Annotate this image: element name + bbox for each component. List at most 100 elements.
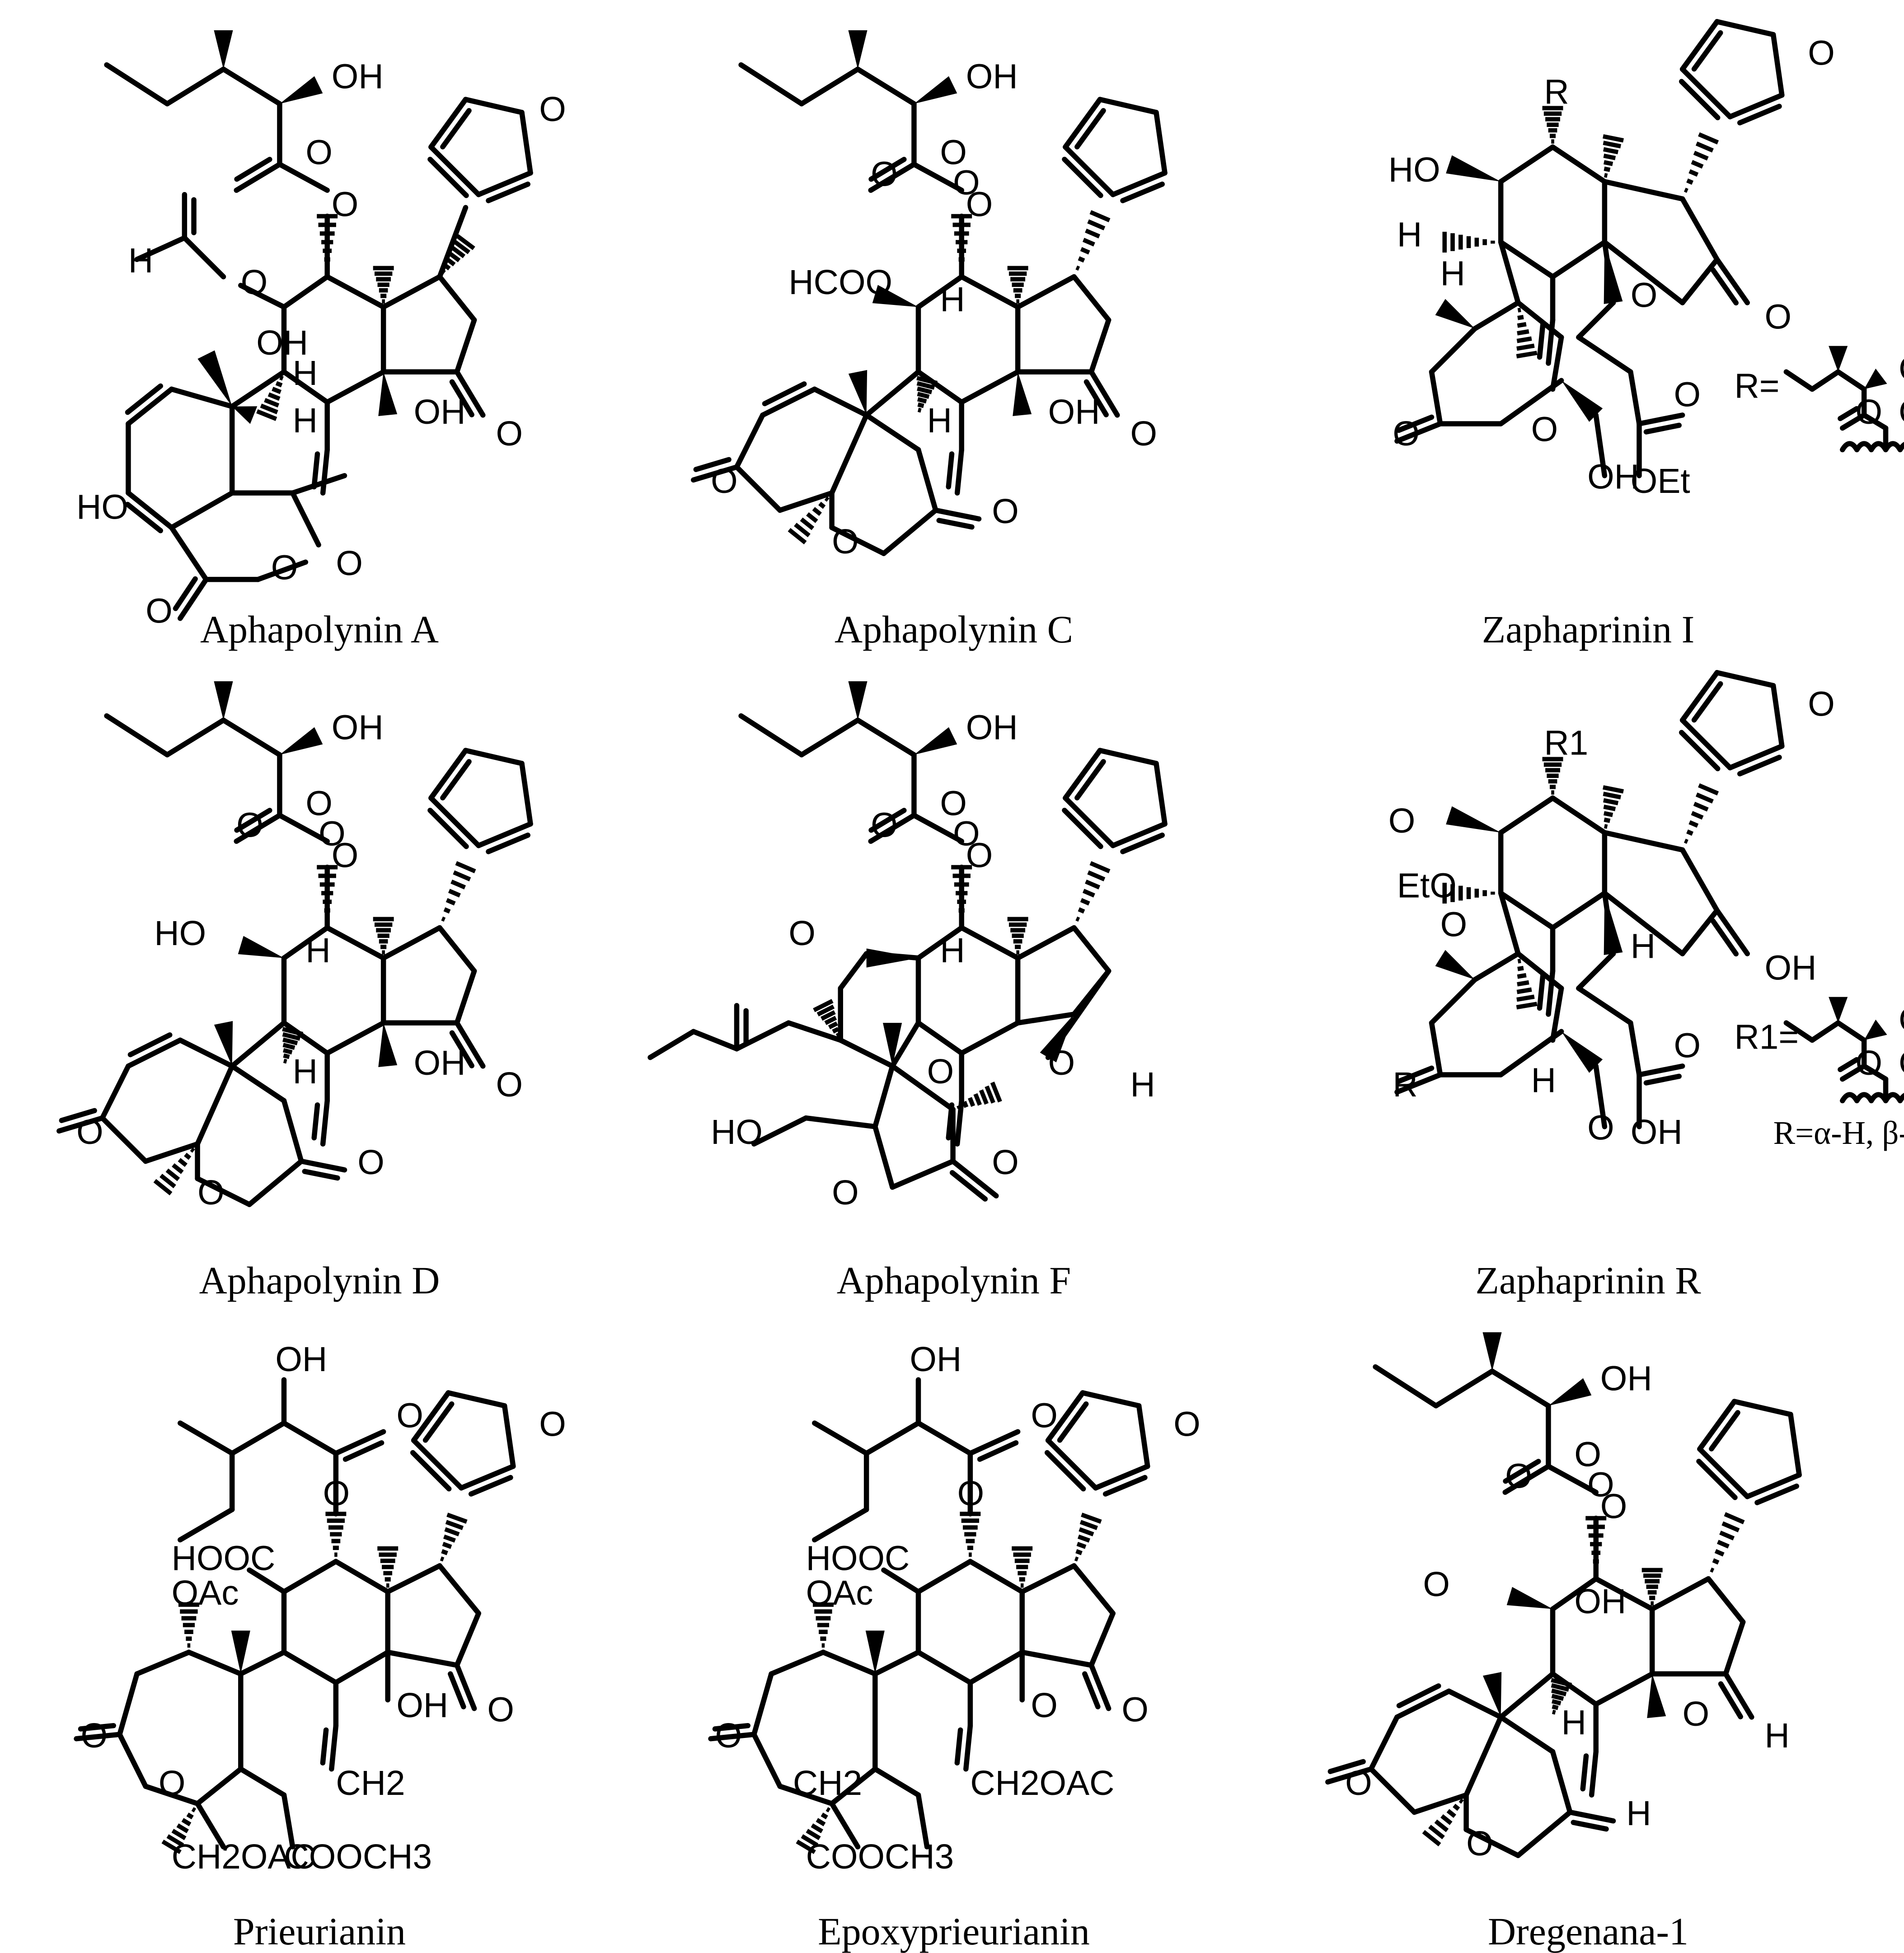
atom-label: O (927, 1053, 954, 1091)
wedge-bond (866, 948, 919, 968)
atom-label: OH (1048, 393, 1100, 431)
bond (933, 507, 982, 522)
bond (173, 576, 198, 611)
bond (760, 386, 817, 418)
atom-label: H (1440, 255, 1465, 293)
bond (1835, 1020, 1867, 1043)
bond (803, 1115, 878, 1129)
wedge-bond (872, 285, 919, 307)
bond (963, 1723, 973, 1772)
bond (863, 1420, 921, 1456)
atom-label: H (305, 932, 330, 970)
atom-label: OAc (172, 1574, 239, 1612)
bond (299, 1158, 347, 1173)
bond (1737, 754, 1782, 777)
hash-bond (1603, 134, 1624, 178)
atom-label: HO (154, 914, 206, 953)
bond (1394, 1072, 1443, 1095)
bond (234, 157, 272, 182)
bond (838, 951, 869, 991)
atom-label: H (927, 402, 952, 440)
atom-label: HOOC (172, 1539, 276, 1578)
wedge-bond (1864, 1019, 1887, 1040)
bond (1498, 890, 1556, 931)
bond (829, 412, 869, 496)
bond (1602, 890, 1616, 956)
atom-label: O (357, 1143, 385, 1182)
atom-label: O (1531, 410, 1558, 449)
bond (333, 1649, 390, 1686)
bond (117, 1732, 148, 1789)
bond (868, 812, 917, 844)
wedge-bond (914, 76, 957, 104)
bond (1679, 196, 1720, 262)
bond (1838, 1057, 1860, 1073)
bond (454, 1611, 481, 1668)
bond (290, 490, 321, 548)
bond (1019, 1649, 1094, 1668)
wedge-bond (1013, 372, 1032, 416)
bond (164, 717, 226, 758)
hash-bond (1551, 1678, 1572, 1715)
bond (1861, 1063, 1889, 1082)
bond (1368, 1714, 1400, 1772)
bond (881, 1567, 921, 1595)
bond (126, 490, 174, 530)
atom-label: O (539, 1405, 566, 1444)
bond (977, 1440, 1019, 1462)
compound-name: Aphapolynin A (200, 608, 439, 651)
bond (134, 235, 188, 262)
bond (448, 1671, 466, 1709)
hash-bond (1516, 959, 1538, 1010)
bond (1071, 925, 1111, 974)
bond (195, 1801, 226, 1850)
bond (454, 317, 477, 375)
atom-label: HO (711, 1113, 763, 1152)
atom-label: O (966, 837, 993, 875)
atom-label: R1 (1544, 724, 1588, 763)
bond (238, 1649, 287, 1677)
atom-label: O (832, 523, 859, 561)
bond (454, 369, 486, 418)
bond (1745, 1472, 1802, 1499)
atom-label: O (1130, 415, 1158, 453)
atom-label: O (1121, 1691, 1149, 1729)
bond (1714, 257, 1750, 305)
compound-name: Aphapolynin D (199, 1259, 440, 1302)
atom-label: OH (256, 324, 308, 362)
wedge-bond (1482, 1332, 1502, 1372)
bond (1550, 985, 1564, 1043)
bond (1679, 670, 1720, 723)
bond (1063, 748, 1103, 801)
bond (1637, 412, 1685, 426)
bond (169, 490, 235, 530)
atom-label: OH (332, 57, 384, 96)
atom-label: O (236, 806, 263, 845)
hash-bond (325, 1512, 347, 1557)
bond (1602, 890, 1685, 956)
bond (1325, 1766, 1374, 1785)
bond (238, 282, 287, 310)
bond (220, 66, 282, 107)
bond (821, 1649, 878, 1677)
hash-bond (161, 1807, 197, 1854)
bond (143, 1784, 200, 1807)
bond (1074, 759, 1106, 801)
atom-label: O (1587, 1466, 1614, 1504)
atom-label: H (128, 242, 153, 280)
hash-bond (951, 214, 972, 271)
bond (911, 161, 964, 193)
atom-label: O (957, 1475, 985, 1513)
bond (915, 447, 938, 513)
bond (1154, 110, 1168, 176)
bond (454, 1020, 486, 1069)
bond (1550, 144, 1608, 184)
bond (863, 412, 921, 453)
bond (342, 1440, 385, 1462)
hash-bond (796, 1807, 831, 1854)
atom-label: OH (1600, 1359, 1652, 1398)
atom-label: O (953, 815, 980, 853)
atom-label: O (323, 1475, 350, 1513)
